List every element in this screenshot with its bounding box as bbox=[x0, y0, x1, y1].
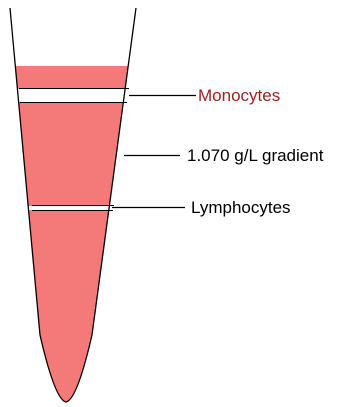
gradient-label: 1.070 g/L gradient bbox=[187, 146, 324, 165]
sample-liquid bbox=[0, 66, 358, 407]
lymphocytes-label: Lymphocytes bbox=[191, 198, 291, 217]
monocytes-label: Monocytes bbox=[198, 86, 280, 105]
